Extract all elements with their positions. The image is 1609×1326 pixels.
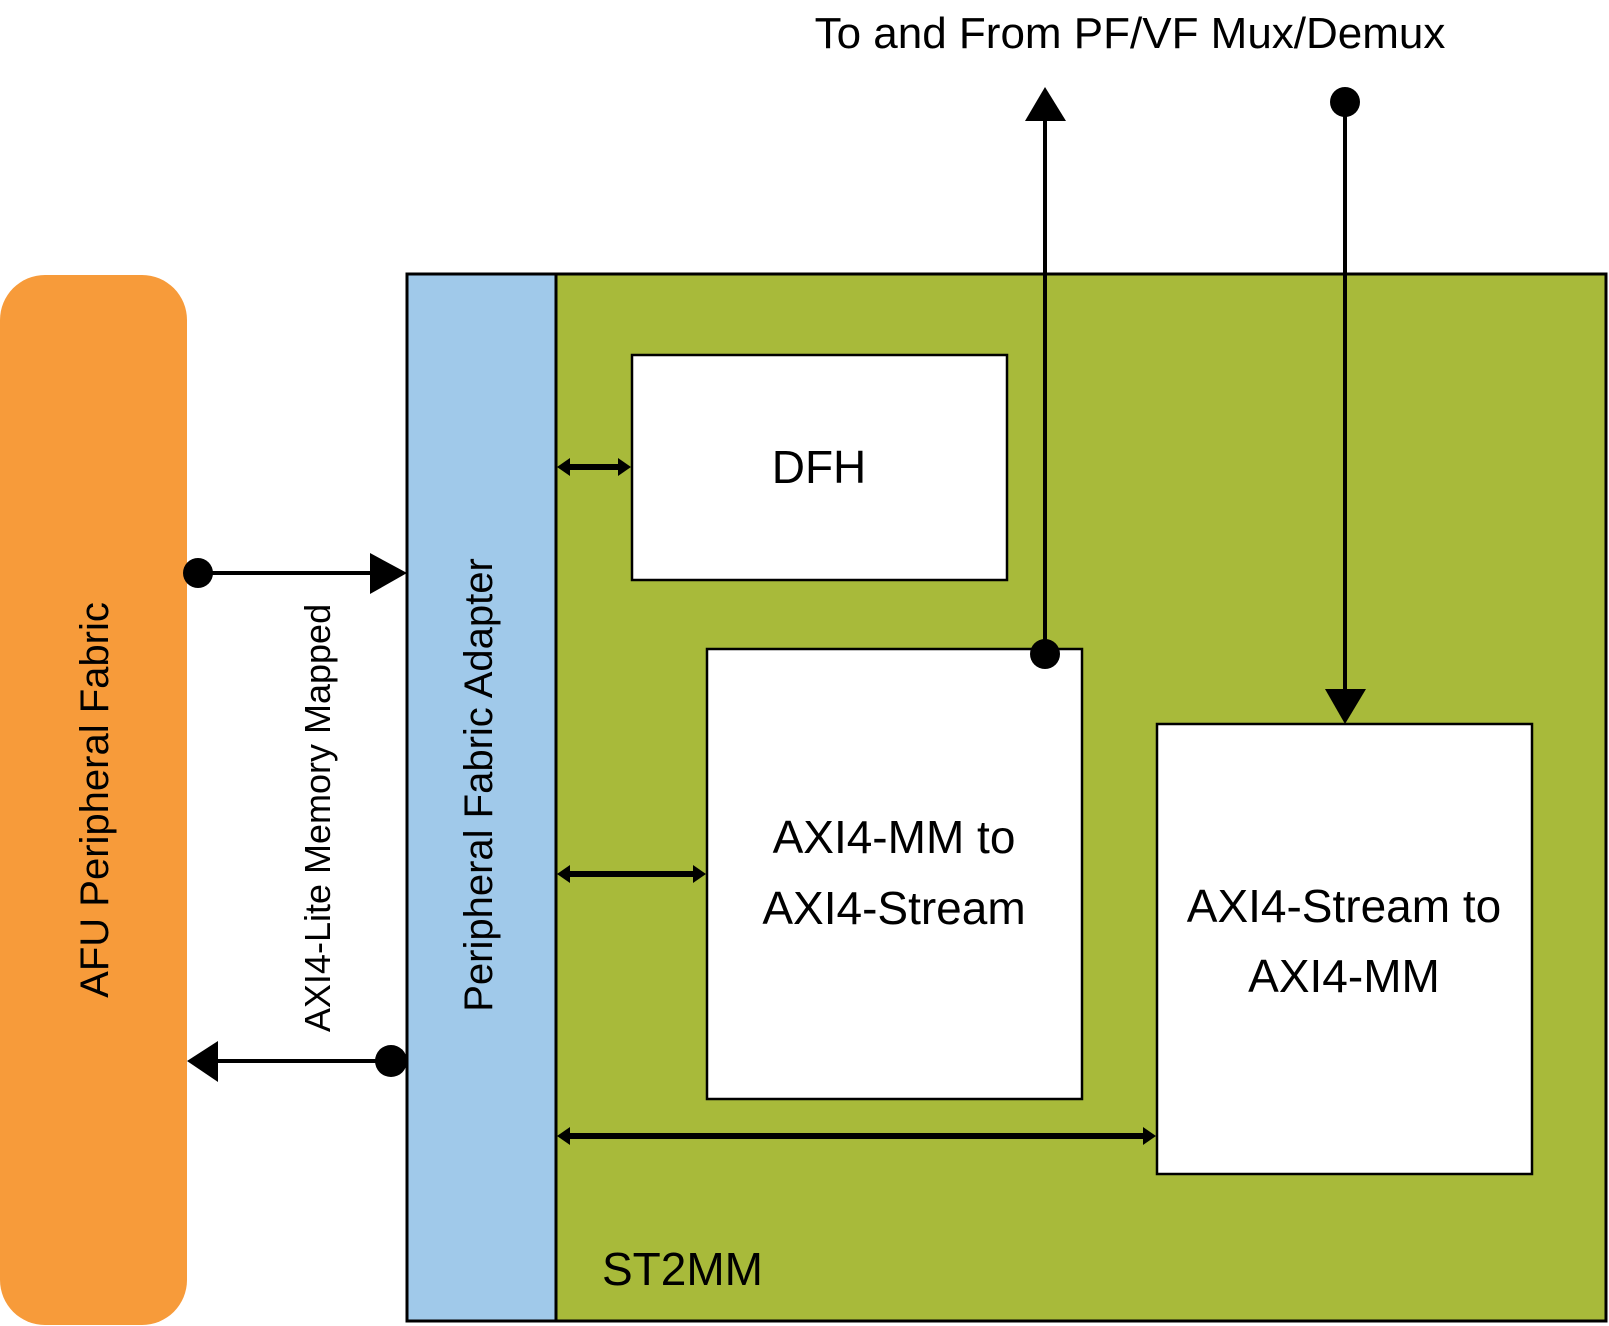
axi4-stream-to-mm-label-line2: AXI4-MM [1248,950,1440,1002]
arrowhead-left-icon [557,1127,570,1145]
arrowhead-right-icon [618,458,631,476]
arrowhead-left-icon [557,865,570,883]
afu-to-adapter-connector [183,553,407,594]
axi4-mm-to-stream-label-line2: AXI4-Stream [762,882,1025,934]
peripheral-fabric-adapter-label: Peripheral Fabric Adapter [457,558,501,1012]
dfh-block [630,353,1009,582]
connector-dot [375,1045,407,1077]
axi4-stream-to-axi4-mm-block [1155,722,1534,1176]
connector-dot [1330,87,1360,117]
arrowhead-down-icon [1325,689,1366,724]
axi4-mm-to-stream-label-line1: AXI4-MM to [773,811,1016,863]
dfh-label: DFH [772,441,867,493]
mm-to-stream-output-to-mux [1025,87,1066,669]
peripheral-fabric-adapter-block [405,272,558,1323]
axi4-mm-to-axi4-stream-block [705,647,1084,1101]
arrowhead-right-icon [1143,1127,1156,1145]
adapter-mm-to-stream-bidirectional-arrow [557,865,706,883]
axi4-lite-link-label: AXI4-Lite Memory Mapped [297,604,338,1032]
adapter-stream-to-mm-bidirectional-arrow [557,1127,1156,1145]
demux-input-to-stream-to-mm [1325,87,1366,724]
axi4-stream-to-mm-label-line1: AXI4-Stream to [1187,880,1501,932]
arrowhead-right-icon [693,865,706,883]
afu-peripheral-fabric-label: AFU Peripheral Fabric [73,602,117,998]
st2mm-label: ST2MM [602,1243,763,1295]
adapter-dfh-bidirectional-arrow [557,458,631,476]
connector-dot [1030,639,1060,669]
connector-dot [183,558,213,588]
arrowhead-up-icon [1025,87,1066,121]
diagram-title: To and From PF/VF Mux/Demux [815,9,1446,58]
adapter-to-afu-connector [187,1041,407,1082]
afu-peripheral-fabric-block [0,275,187,1325]
arrowhead-right-icon [370,553,407,594]
arrowhead-left-icon [187,1041,218,1082]
arrowhead-left-icon [557,458,570,476]
